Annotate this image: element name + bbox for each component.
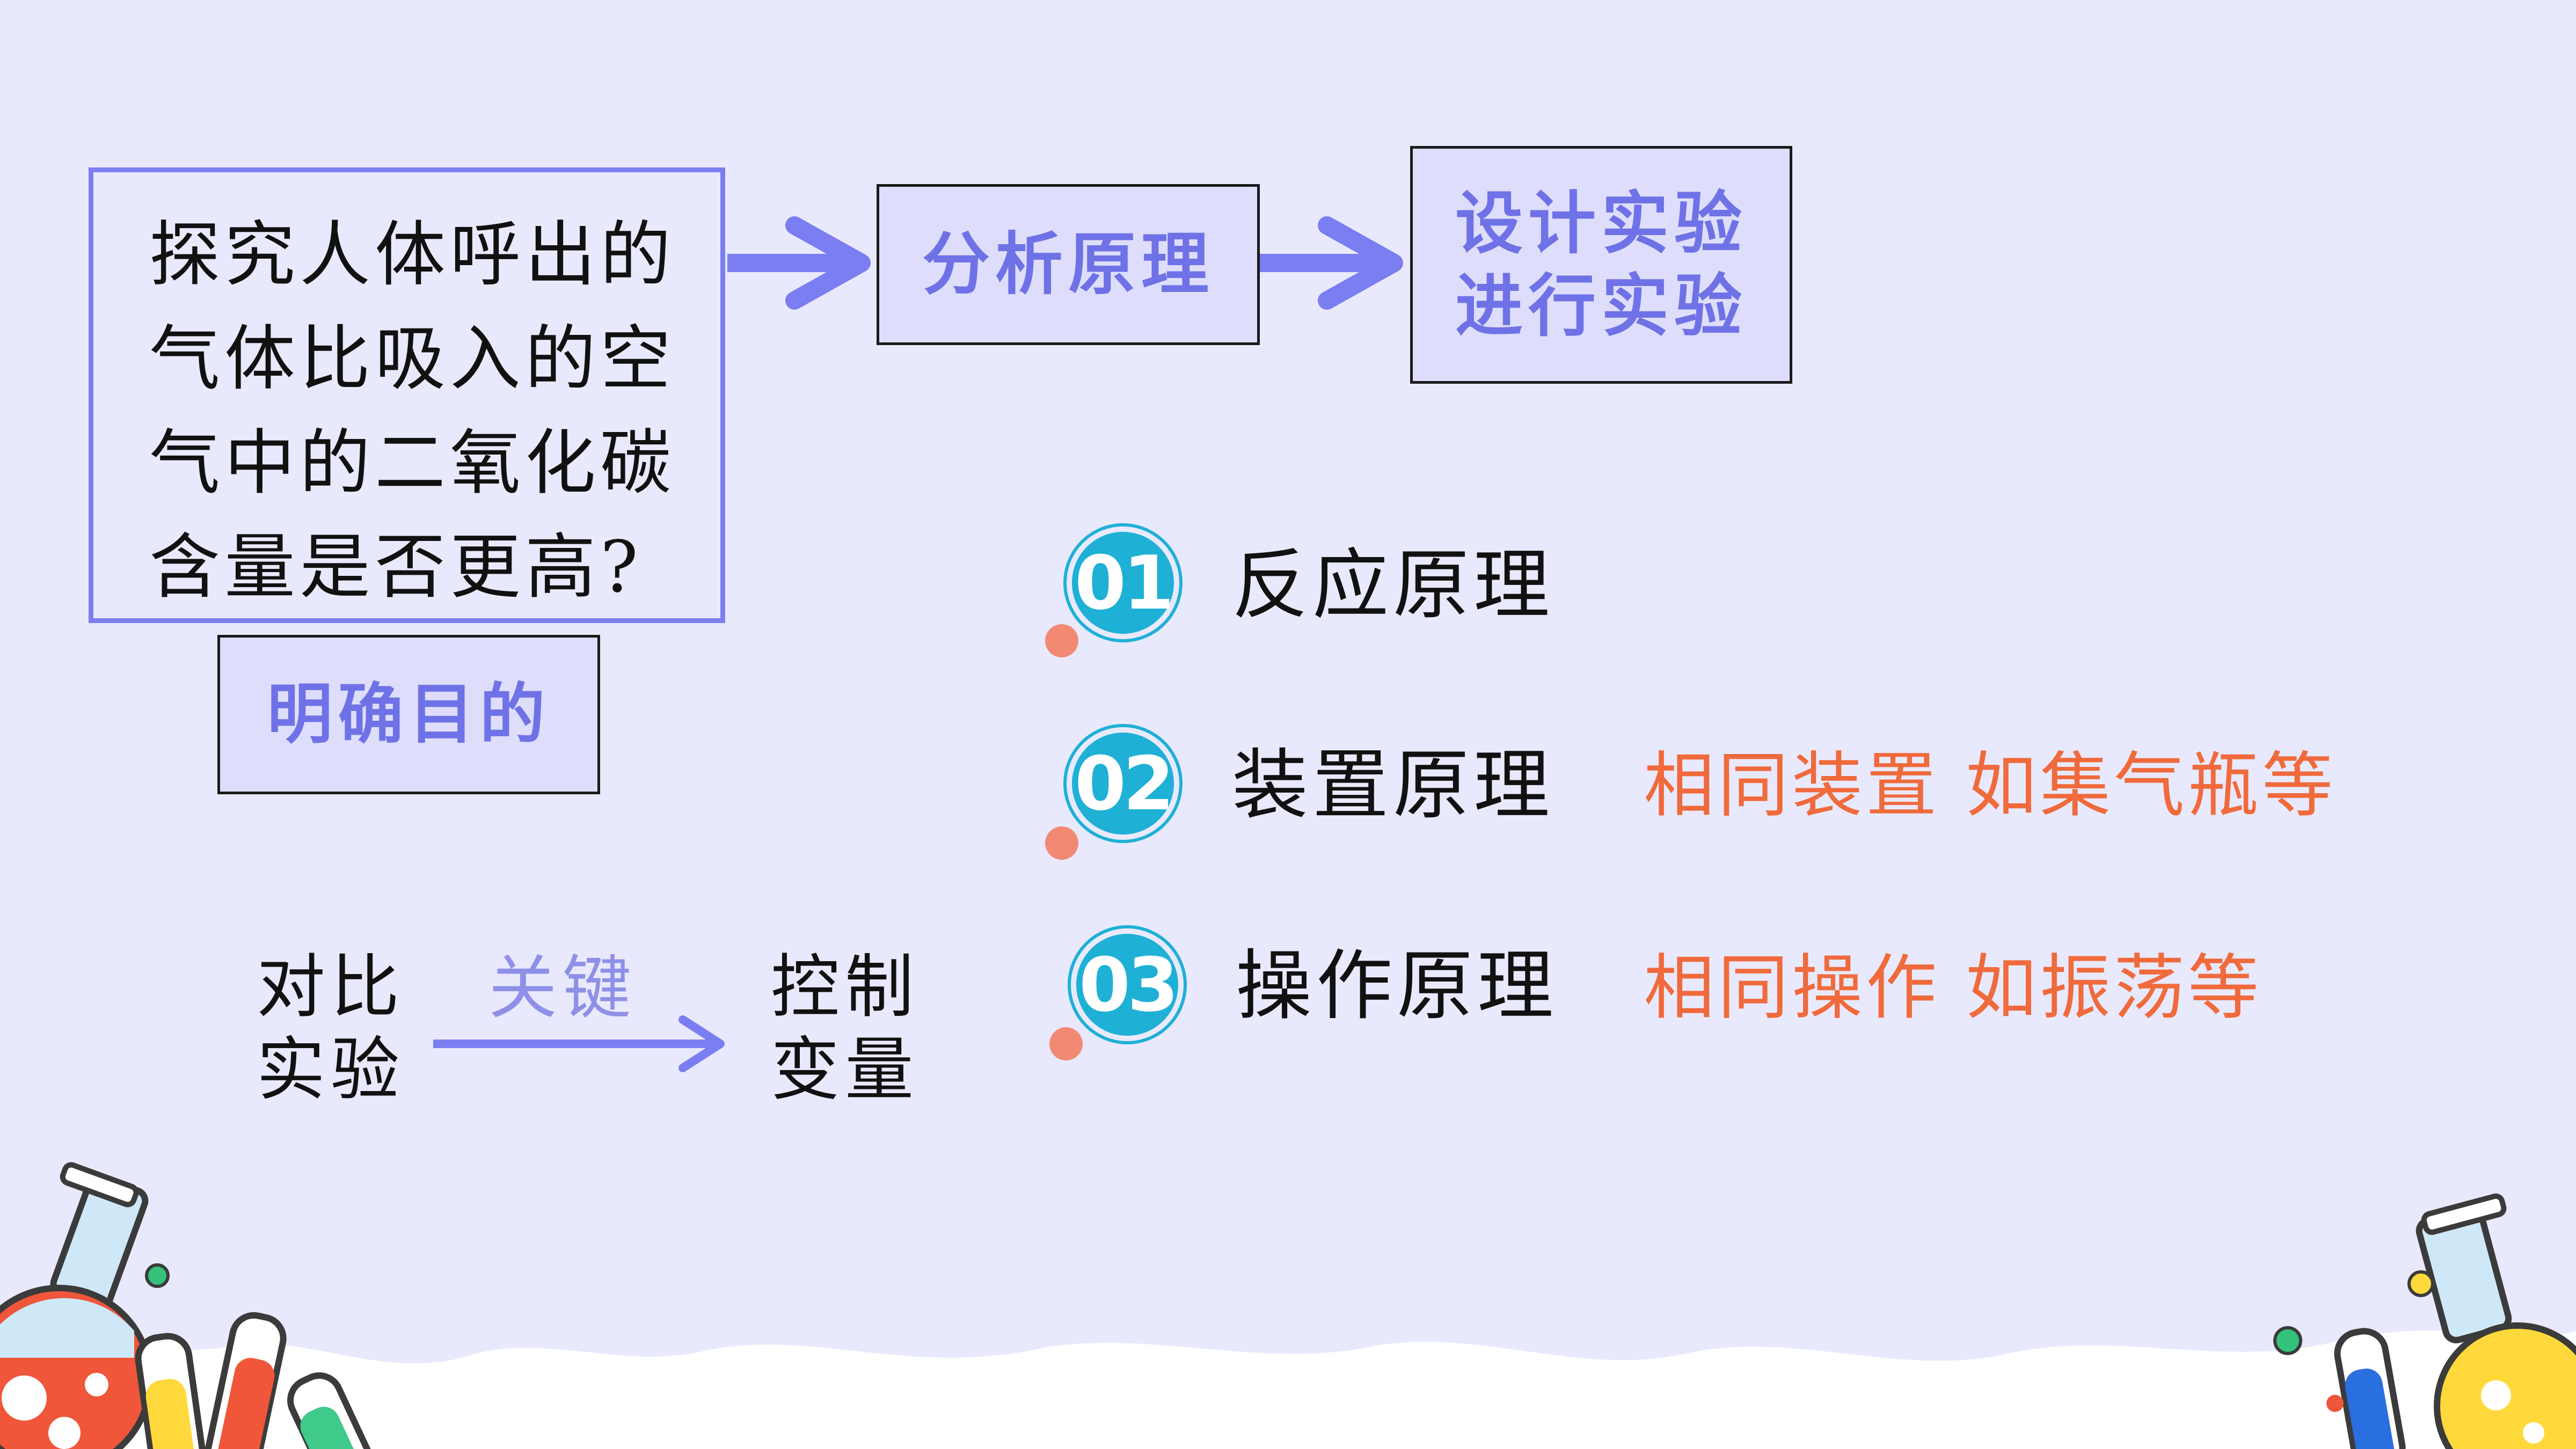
number-badge-02: 02 bbox=[1067, 727, 1179, 840]
yellow-dot-icon bbox=[2407, 1270, 2434, 1297]
bullet-dot bbox=[1045, 826, 1078, 860]
contrast-right-line1: 控制 bbox=[771, 947, 920, 1027]
flow-arrow-2 bbox=[1260, 216, 1403, 310]
analyze-label: 分析原理 bbox=[922, 225, 1214, 304]
principle-note-apparatus: 相同装置 如集气瓶等 bbox=[1644, 744, 2336, 827]
control-variable-label: 控制 变量 bbox=[771, 946, 919, 1111]
principle-note-operation: 相同操作 如振荡等 bbox=[1644, 947, 2262, 1029]
question-line-3: 气中的二氧化碳 bbox=[149, 422, 675, 504]
question-line-1: 探究人体呼出的 bbox=[149, 214, 675, 296]
question-line-4: 含量是否更高? bbox=[149, 526, 643, 609]
bottom-decoration bbox=[0, 1162, 2576, 1449]
right-flask-icon bbox=[2416, 1193, 2576, 1449]
contrast-left-line1: 对比 bbox=[257, 947, 405, 1027]
purpose-box: 明确目的 bbox=[217, 635, 600, 794]
flow-arrow-1 bbox=[727, 216, 871, 310]
green-dot-icon bbox=[2273, 1326, 2302, 1355]
principle-label-reaction: 反应原理 bbox=[1232, 541, 1554, 630]
green-dot-icon bbox=[145, 1263, 170, 1288]
right-test-tubes-icon bbox=[2334, 1328, 2406, 1449]
key-label: 关键 bbox=[488, 948, 637, 1028]
number-badge-01: 01 bbox=[1067, 526, 1179, 639]
red-dot-icon bbox=[2326, 1395, 2344, 1412]
contrast-right-line2: 变量 bbox=[771, 1029, 920, 1110]
question-line-2: 气体比吸入的空 bbox=[149, 318, 675, 400]
contrast-experiment-label: 对比 实验 bbox=[257, 946, 405, 1111]
key-arrow bbox=[433, 1015, 725, 1072]
bullet-dot bbox=[1049, 1027, 1083, 1060]
question-box: 探究人体呼出的 气体比吸入的空 气中的二氧化碳 含量是否更高? bbox=[89, 167, 725, 623]
left-flask-icon bbox=[0, 1162, 154, 1449]
bullet-dot bbox=[1045, 624, 1078, 657]
principle-label-apparatus: 装置原理 bbox=[1232, 741, 1554, 830]
design-box: 设计实验 进行实验 bbox=[1410, 146, 1792, 384]
purpose-label: 明确目的 bbox=[267, 676, 551, 753]
number-badge-03: 03 bbox=[1071, 928, 1184, 1041]
design-label-line2: 进行实验 bbox=[1455, 266, 1747, 346]
principle-label-operation: 操作原理 bbox=[1236, 942, 1558, 1030]
contrast-left-line2: 实验 bbox=[257, 1029, 405, 1110]
analyze-box: 分析原理 bbox=[877, 184, 1260, 345]
design-label-line1: 设计实验 bbox=[1455, 184, 1747, 263]
